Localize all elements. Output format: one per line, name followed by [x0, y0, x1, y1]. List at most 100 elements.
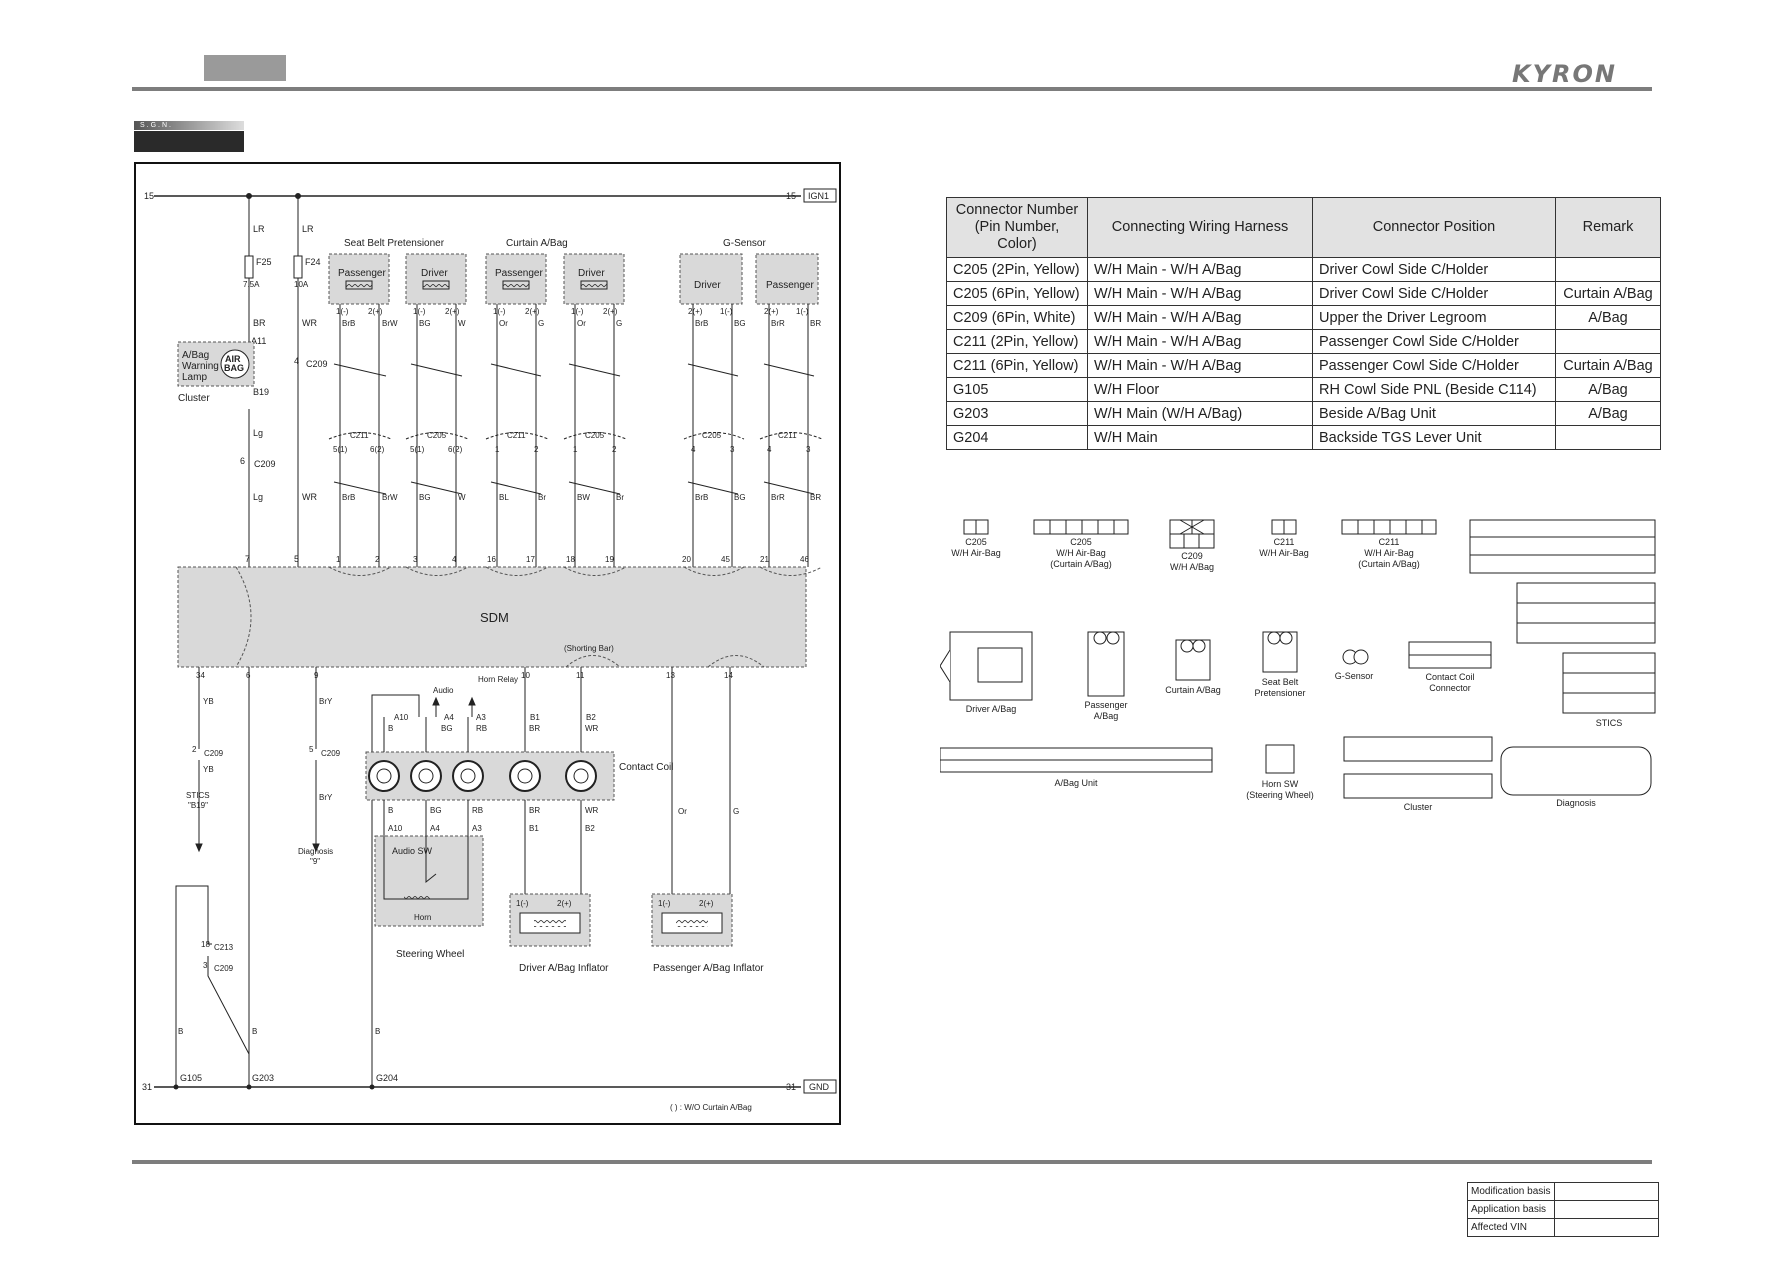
cell: Curtain A/Bag [1555, 281, 1661, 306]
footer-rule [132, 1160, 1652, 1164]
cell: Passenger Cowl Side C/Holder [1312, 329, 1556, 354]
svg-text:B19: B19 [253, 387, 269, 397]
modification-table: Modification basis Application basis Aff… [1467, 1182, 1659, 1237]
svg-text:15: 15 [144, 191, 154, 201]
svg-text:18: 18 [201, 940, 210, 949]
svg-text:2: 2 [612, 445, 617, 454]
svg-text:W/H Air-Bag: W/H Air-Bag [1259, 548, 1309, 558]
svg-text:BrB: BrB [342, 493, 355, 502]
svg-text:BG: BG [430, 806, 442, 815]
svg-text:WR: WR [585, 806, 599, 815]
cell: A/Bag [1555, 305, 1661, 330]
shorting-bar-label: (Shorting Bar) [564, 644, 614, 653]
view-diagnosis: Diagnosis [1556, 798, 1596, 808]
svg-text:4: 4 [767, 445, 772, 454]
svg-text:B: B [375, 1027, 380, 1036]
svg-text:7: 7 [245, 554, 250, 564]
svg-text:Br: Br [616, 493, 624, 502]
svg-text:1(-): 1(-) [571, 307, 584, 316]
cell: W/H Main - W/H A/Bag [1087, 257, 1313, 282]
svg-text:WR: WR [585, 724, 599, 733]
vin-label: Affected VIN [1467, 1218, 1555, 1237]
svg-text:5: 5 [309, 745, 314, 754]
svg-text:14: 14 [724, 671, 733, 680]
fuse-f24: F24 [305, 257, 321, 267]
cell: C205 (2Pin, Yellow) [946, 257, 1088, 282]
steering-wheel-unit: Audio SW Horn Steering Wheel [374, 835, 484, 960]
audio-sw-label: Audio SW [392, 846, 433, 856]
svg-text:BrW: BrW [382, 493, 398, 502]
svg-text:5(1): 5(1) [410, 445, 425, 454]
svg-text:1(-): 1(-) [658, 899, 671, 908]
cell: C209 (6Pin, White) [946, 305, 1088, 330]
svg-text:13: 13 [666, 671, 675, 680]
view-cluster: Cluster [1404, 802, 1433, 812]
svg-text:BG: BG [419, 319, 431, 328]
cell: Driver Cowl Side C/Holder [1312, 257, 1556, 282]
connector-c211-a: C211 [350, 431, 369, 440]
svg-text:BrY: BrY [319, 793, 333, 802]
view-c209: C209 [1181, 551, 1203, 561]
svg-text:C209: C209 [204, 749, 224, 758]
cell [1555, 257, 1661, 282]
svg-text:1: 1 [495, 445, 500, 454]
svg-text:"9": "9" [310, 857, 320, 866]
svg-text:9: 9 [314, 671, 319, 680]
passenger-inflator: 1(-)2(+) Passenger A/Bag Inflator [651, 893, 764, 974]
svg-text:"B19": "B19" [188, 801, 208, 810]
svg-text:Or: Or [577, 319, 586, 328]
svg-text:W/H Air-Bag: W/H Air-Bag [951, 548, 1001, 558]
ground-g204: G204 [376, 1073, 398, 1083]
view-passenger-abag: Passenger [1084, 700, 1127, 710]
view-g-sensor: G-Sensor [1335, 671, 1374, 681]
svg-text:BrW: BrW [382, 319, 398, 328]
svg-text:B2: B2 [586, 713, 596, 722]
svg-text:2: 2 [192, 745, 197, 754]
cell: G203 [946, 401, 1088, 426]
table-row: Modification basis [1467, 1182, 1659, 1201]
svg-text:WR: WR [302, 492, 317, 502]
svg-text:7.5A: 7.5A [243, 280, 260, 289]
svg-text:2(+): 2(+) [368, 307, 383, 316]
svg-text:1: 1 [573, 445, 578, 454]
svg-text:6: 6 [246, 671, 251, 680]
svg-text:BR: BR [253, 318, 266, 328]
svg-text:A/Bag: A/Bag [1094, 711, 1119, 721]
svg-text:15: 15 [786, 191, 796, 201]
svg-text:1(-): 1(-) [336, 307, 349, 316]
svg-text:B: B [178, 1027, 183, 1036]
connector-table: Connector Number (Pin Number, Color) Con… [946, 197, 1661, 450]
svg-text:BrR: BrR [771, 319, 785, 328]
svg-text:SDM: SDM [480, 610, 509, 625]
svg-text:2: 2 [534, 445, 539, 454]
svg-text:31: 31 [786, 1082, 796, 1092]
svg-text:LR: LR [302, 224, 314, 234]
view-c205: C205 [965, 537, 987, 547]
header-tab [204, 55, 286, 81]
th-connector: Connector Number (Pin Number, Color) [946, 197, 1088, 258]
svg-text:B2: B2 [585, 824, 595, 833]
svg-text:4: 4 [294, 356, 299, 366]
cell: A/Bag [1555, 401, 1661, 426]
cell: G204 [946, 425, 1088, 450]
svg-text:18: 18 [566, 555, 575, 564]
svg-text:C209: C209 [306, 359, 328, 369]
component-passenger-curtain: Passenger [495, 268, 543, 279]
steering-wheel-label: Steering Wheel [396, 949, 464, 960]
ground-g203: G203 [252, 1073, 274, 1083]
svg-text:BrR: BrR [771, 493, 785, 502]
svg-text:Lg: Lg [253, 428, 263, 438]
svg-text:2(+): 2(+) [764, 307, 779, 316]
stics-label: STICS [186, 791, 210, 800]
svg-text:A3: A3 [476, 713, 486, 722]
svg-text:3: 3 [730, 445, 735, 454]
svg-text:34: 34 [196, 671, 205, 680]
view-c211: C211 [1274, 537, 1295, 547]
svg-text:19: 19 [605, 555, 614, 564]
svg-text:1: 1 [336, 555, 341, 564]
airbag-icon: AIR [225, 354, 241, 364]
svg-text:2(+): 2(+) [603, 307, 618, 316]
view-curtain-abag: Curtain A/Bag [1165, 685, 1221, 695]
